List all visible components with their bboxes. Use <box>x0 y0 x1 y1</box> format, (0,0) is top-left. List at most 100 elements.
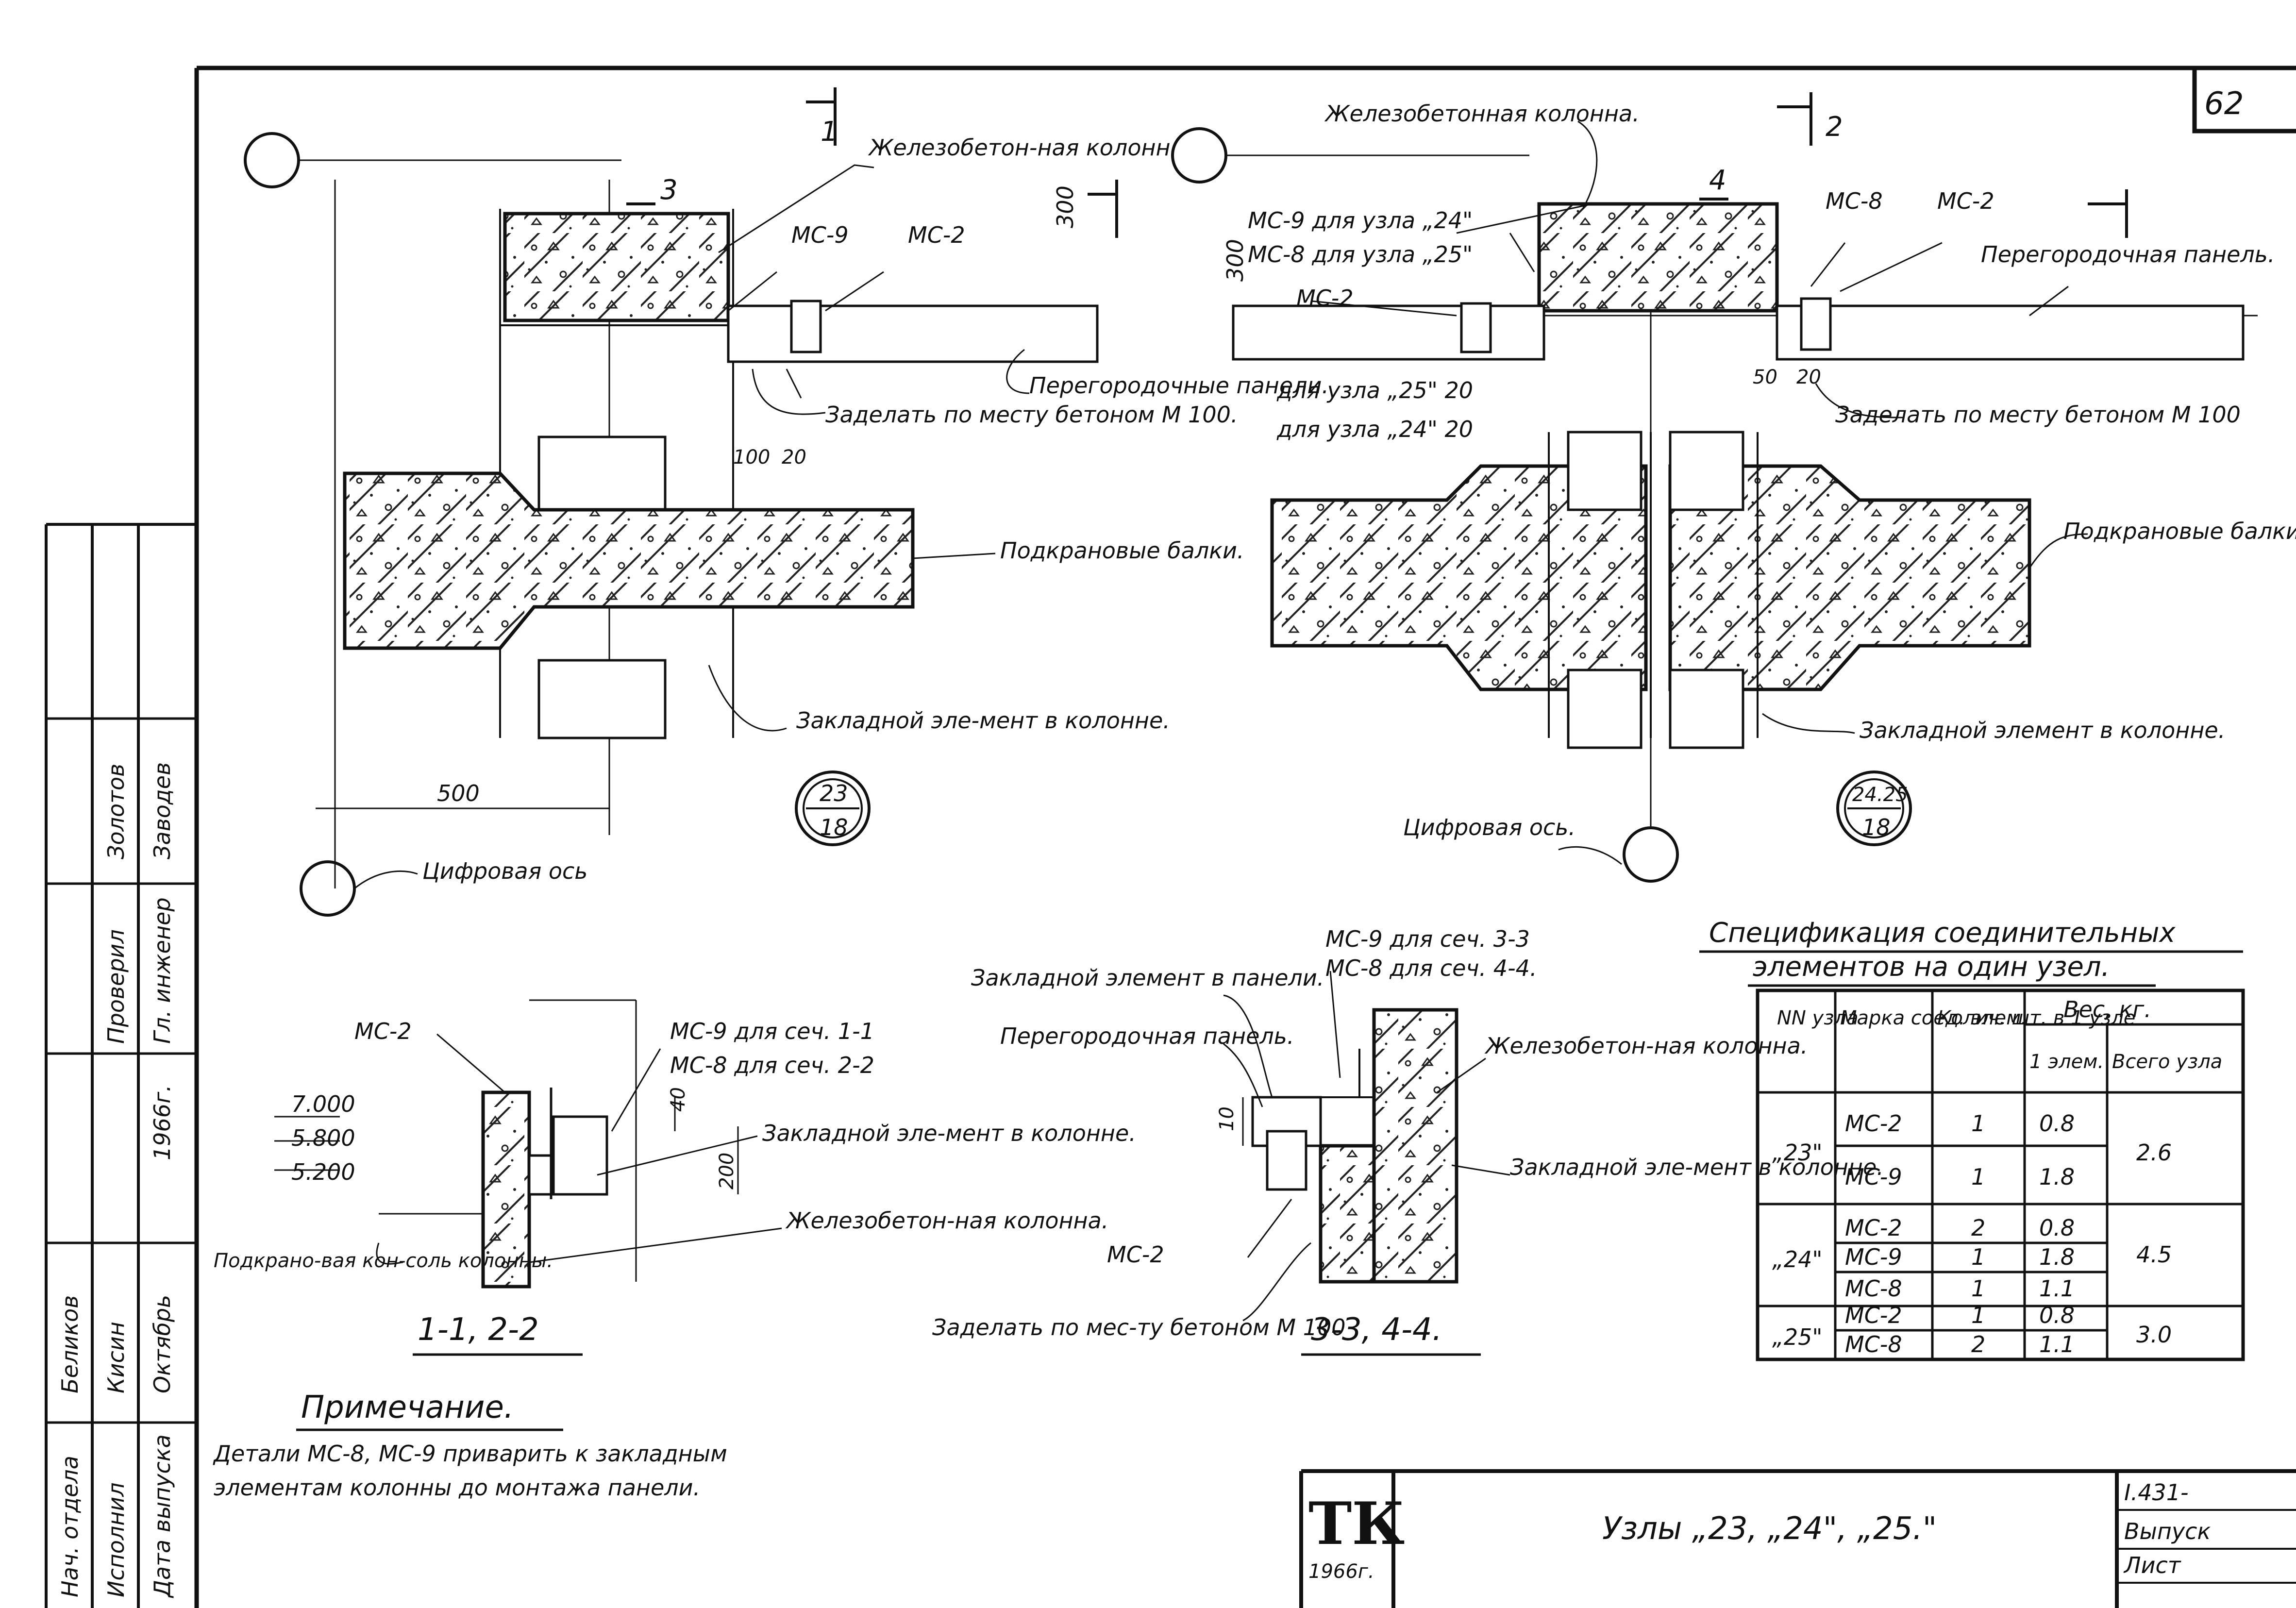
node-2425-plan: 2 4 300 50 20 Железобетонная колонна. МС… <box>1171 92 2296 883</box>
node2425-for24: для узла „24" 20 <box>1276 416 1473 442</box>
spec-24-r3-qty: 1 <box>1971 1275 1985 1302</box>
node23-ms9: МС-9 <box>791 222 849 248</box>
strip-row-3-name: Золотов <box>103 764 129 859</box>
node2425-embed: Закладной элемент в колонне. <box>1860 717 2225 743</box>
strip-row-4-name: Кисин <box>103 1322 129 1393</box>
strip-row-2-role: Гл. инженер <box>149 897 175 1044</box>
sec34-ms8: МС-8 для сеч. 4-4. <box>1325 955 1537 981</box>
sec12-dim-40: 40 <box>667 1087 689 1112</box>
spec-24-r3-w: 1.1 <box>2039 1275 2075 1302</box>
spec-title-2: элементов на один узел. <box>1753 951 2110 983</box>
node2425-section-2: 2 <box>1826 111 1843 143</box>
node23-axis: Цифровая ось <box>422 858 587 884</box>
spec-25-r2-mark: МС-8 <box>1845 1331 1902 1357</box>
sheet-code: I.431- <box>2124 1479 2189 1506</box>
spec-24-r2-mark: МС-9 <box>1845 1244 1902 1270</box>
sec34-fill: Заделать по мес-ту бетоном М 100 <box>932 1314 1346 1340</box>
sec12-column: Железобетон-ная колонна. <box>785 1207 1108 1234</box>
spec-head-weight: Вес, кг. <box>2063 996 2151 1022</box>
spec-25-r1-qty: 1 <box>1971 1302 1985 1328</box>
sec12-embed: Закладной эле-мент в колонне. <box>762 1120 1136 1146</box>
sheet-frame: 62 <box>194 66 2296 1608</box>
section-1-1-2-2: 7.000 5.800 5.200 40 200 МС-2 МС-9 для с… <box>214 999 1136 1356</box>
spec-23-r1-w: 0.8 <box>2039 1110 2075 1137</box>
sec12-title: 1-1, 2-2 <box>418 1312 539 1348</box>
spec-node-24: „24" <box>1772 1246 1823 1273</box>
sec12-dim-200: 200 <box>716 1153 738 1189</box>
spec-node-23: „23" <box>1772 1139 1823 1166</box>
node23-dim-500: 500 <box>437 780 480 806</box>
strip-row-3-role: Проверил <box>103 929 129 1044</box>
spec-24-r1-qty: 2 <box>1971 1215 1985 1241</box>
sec34-ms2: МС-2 <box>1107 1241 1164 1268</box>
node23-embed: Закладной эле-мент в колонне. <box>796 707 1170 734</box>
stamp-year: 1966г. <box>1308 1560 1374 1583</box>
spec-24-r2-qty: 1 <box>1971 1244 1985 1270</box>
spec-23-total: 2.6 <box>2136 1139 2172 1166</box>
spec-node-25: „25" <box>1772 1324 1823 1350</box>
sheet-issue: Выпуск <box>2124 1518 2211 1544</box>
sheet-label: Лист <box>2123 1552 2181 1578</box>
sec34-ms9: МС-9 для сеч. 3-3 <box>1325 926 1530 952</box>
node2425-ms2: МС-2 <box>1937 188 1994 214</box>
spec-25-total: 3.0 <box>2136 1322 2172 1348</box>
note-line-1: Детали МС-8, МС-9 приварить к закладным <box>213 1440 727 1467</box>
strip-row-2-name: Заводев <box>149 762 175 859</box>
sec12-level-2: 5.800 <box>291 1125 355 1151</box>
strip-row-4-role: Исполнил <box>103 1482 129 1597</box>
strip-year: 1966г. <box>149 1085 175 1160</box>
node2425-ms8-25: МС-8 для узла „25" <box>1248 241 1473 268</box>
node-23-plan: 1 3 300 100 20 500 Железобетон-ная колон… <box>244 87 1329 917</box>
node2425-badge-bottom: 18 <box>1862 814 1891 840</box>
sec34-title: 3-3, 4-4. <box>1311 1312 1442 1348</box>
sec12-level-3: 5.200 <box>291 1159 355 1185</box>
node2425-badge-top: 24.25 <box>1852 784 1908 806</box>
node23-dim-300: 300 <box>1052 185 1078 228</box>
spec-23-r1-mark: МС-2 <box>1845 1110 1902 1137</box>
node2425-ms8: МС-8 <box>1826 188 1883 214</box>
strip-date-label: Дата выпуска <box>149 1434 175 1598</box>
spec-head-one: 1 элем. <box>2029 1051 2104 1073</box>
sec12-ms8: МС-8 для сеч. 2-2 <box>670 1052 874 1078</box>
node23-dim-100: 100 <box>733 446 770 469</box>
left-stamp-strip: Нач. отдела Беликов Исполнил Кисин Дата … <box>45 523 197 1608</box>
sec12-ms9: МС-9 для сеч. 1-1 <box>670 1018 874 1044</box>
node2425-ms9-24: МС-9 для узла „24" <box>1248 207 1473 234</box>
node2425-section-4: 4 <box>1709 165 1726 196</box>
sec34-embed-col: Закладной эле-мент в колонне. <box>1510 1154 1884 1180</box>
spec-title-1: Спецификация соединительных <box>1709 917 2176 949</box>
stamp-org: ТК <box>1308 1490 1405 1558</box>
sheet-number: 62 <box>2204 86 2244 122</box>
strip-row-1-name: Беликов <box>57 1295 83 1393</box>
spec-24-total: 4.5 <box>2136 1241 2172 1268</box>
sec34-embed-panel: Закладной элемент в панели. <box>971 965 1324 991</box>
node2425-beams: Подкрановые балки. <box>2063 518 2296 544</box>
spec-24-r2-w: 1.8 <box>2039 1244 2075 1270</box>
node2425-for25: для узла „25" 20 <box>1276 377 1473 403</box>
node23-fill: Заделать по месту бетоном М 100. <box>825 402 1238 428</box>
spec-head-nn: NN узла <box>1777 1007 1859 1029</box>
spec-24-r1-mark: МС-2 <box>1845 1215 1902 1241</box>
spec-23-r2-mark: МС-9 <box>1845 1164 1902 1190</box>
sec12-ms2: МС-2 <box>354 1018 412 1044</box>
note-block: Примечание. Детали МС-8, МС-9 приварить … <box>213 1390 727 1501</box>
title-block: ТК 1966г. Узлы „23, „24", „25." I.431- В… <box>1299 1469 2296 1608</box>
spec-24-r1-w: 0.8 <box>2039 1215 2075 1241</box>
spec-23-r2-qty: 1 <box>1971 1164 1985 1190</box>
node2425-column: Железобетонная колонна. <box>1324 100 1640 127</box>
node2425-partition: Перегородочная панель. <box>1981 241 2275 268</box>
node23-column-label: Железобетон-ная колонна. <box>868 134 1191 161</box>
spec-head-total: Всего узла <box>2112 1051 2222 1073</box>
node2425-dim-300: 300 <box>1222 239 1248 282</box>
sec34-dim-10: 10 <box>1216 1106 1238 1131</box>
spec-head-mark: Марка соед. элем. <box>1840 1007 2027 1029</box>
spec-25-r2-w: 1.1 <box>2039 1331 2075 1357</box>
spec-23-r1-qty: 1 <box>1971 1110 1985 1137</box>
spec-table: Спецификация соединительных элементов на… <box>1699 917 2245 1361</box>
node23-dim-20: 20 <box>782 446 806 469</box>
sec34-panel: Перегородочная панель. <box>1000 1023 1294 1049</box>
node23-ms2: МС-2 <box>908 222 965 248</box>
sec12-console: Подкрано-вая кон-соль колонны. <box>214 1250 553 1272</box>
strip-month: Октябрь <box>149 1295 175 1393</box>
sec12-level-1: 7.000 <box>291 1091 355 1117</box>
